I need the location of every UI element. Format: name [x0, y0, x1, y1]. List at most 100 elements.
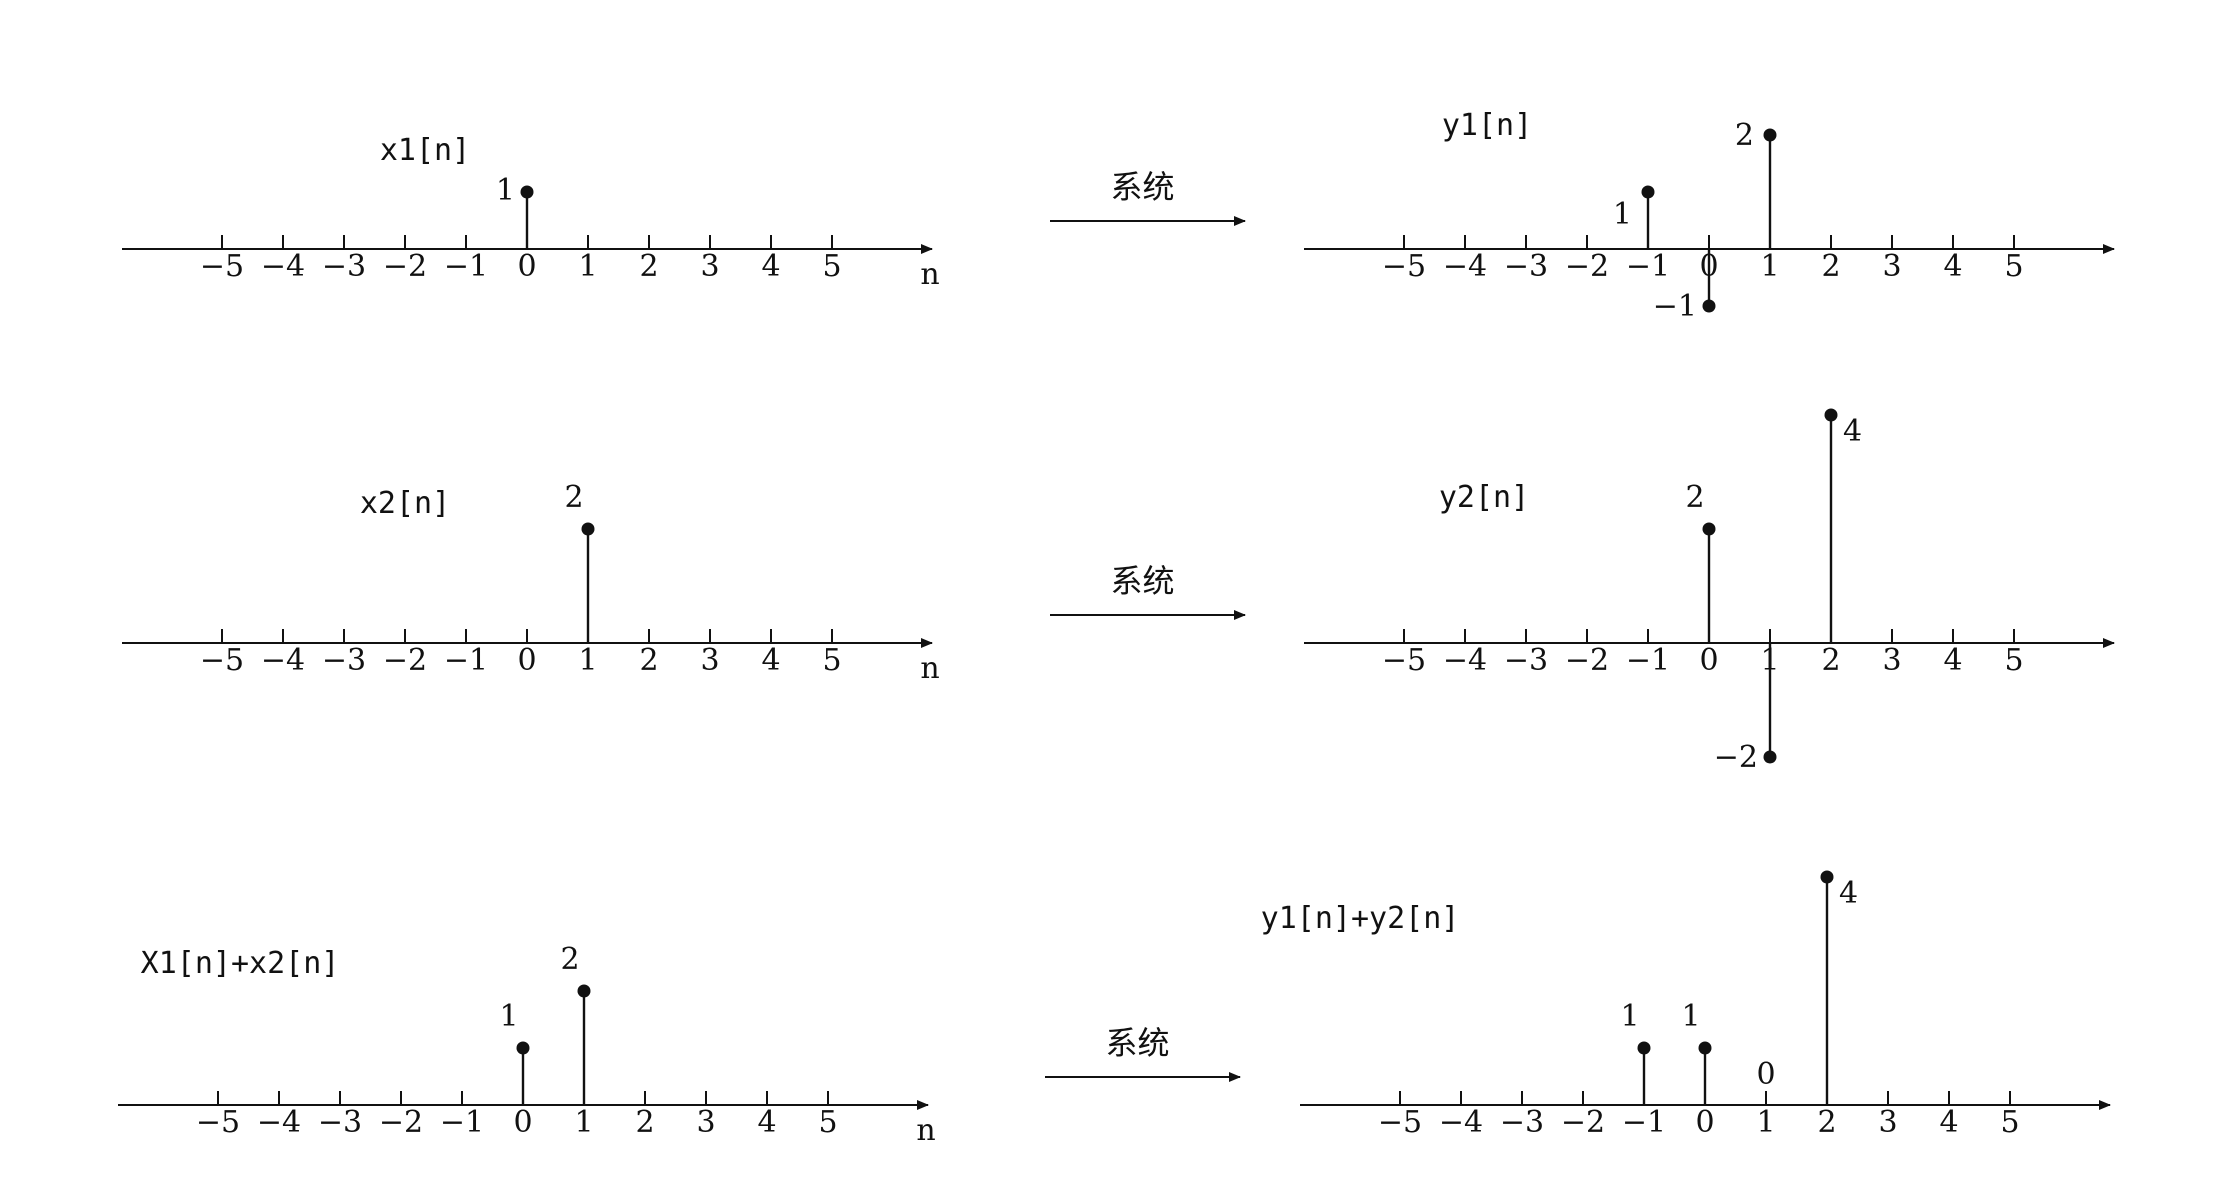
tick-label: −4: [1439, 1105, 1483, 1140]
tick-label: −4: [261, 643, 305, 678]
axis-symbol-n: n: [920, 651, 939, 686]
tick-label: −5: [196, 1105, 240, 1140]
system-label: 系统: [1110, 562, 1174, 600]
signal-title: x1[n]: [380, 133, 470, 168]
sample-dot: [1763, 128, 1777, 142]
tick-label: −2: [383, 643, 427, 678]
tick-label: 0: [517, 643, 536, 678]
tick-label: 2: [635, 1105, 654, 1140]
tick-label: 3: [1878, 1105, 1897, 1140]
sample-dot: [1641, 185, 1655, 199]
tick-label: −1: [1626, 249, 1670, 284]
signal-title: X1[n]+x2[n]: [141, 946, 340, 981]
signal-title: x2[n]: [360, 486, 450, 521]
signal-title: y2[n]: [1439, 480, 1529, 515]
tick-label: 1: [1760, 249, 1779, 284]
tick-label: −1: [440, 1105, 484, 1140]
tick-label: −2: [1565, 643, 1609, 678]
tick-label: 0: [1695, 1105, 1714, 1140]
sample-value-label: 1: [496, 173, 515, 208]
tick-label: −2: [379, 1105, 423, 1140]
system-arrow-1: 系统: [1050, 168, 1246, 226]
output-plot-row-2: −5−4−3−2−1012345y2[n]2−24: [1304, 408, 2115, 775]
tick-label: −4: [1443, 643, 1487, 678]
signal-title: y1[n]+y2[n]: [1261, 901, 1460, 936]
tick-label: 5: [2004, 249, 2023, 284]
tick-label: −3: [1504, 249, 1548, 284]
tick-label: −4: [257, 1105, 301, 1140]
sample-value-label: 2: [1735, 118, 1754, 153]
sample-dot: [577, 984, 591, 998]
tick-label: 4: [761, 249, 780, 284]
tick-label: 0: [1699, 643, 1718, 678]
tick-label: 3: [1882, 249, 1901, 284]
system-label: 系统: [1105, 1024, 1169, 1062]
tick-label: 2: [639, 249, 658, 284]
sample-dot: [1702, 299, 1716, 313]
tick-label: 3: [1882, 643, 1901, 678]
sample-value-label: 2: [560, 942, 579, 977]
tick-label: −3: [1504, 643, 1548, 678]
tick-label: 3: [696, 1105, 715, 1140]
sample-value-label: 4: [1843, 414, 1862, 449]
sample-dot: [520, 185, 534, 199]
sample-dot: [1763, 750, 1777, 764]
sample-value-label: 0: [1756, 1057, 1775, 1092]
tick-label: 1: [578, 643, 597, 678]
signal-title: y1[n]: [1442, 108, 1532, 143]
sample-value-label: −1: [1653, 289, 1697, 324]
sample-value-label: 2: [1685, 480, 1704, 515]
tick-label: −3: [318, 1105, 362, 1140]
tick-label: −3: [1500, 1105, 1544, 1140]
sample-value-label: 1: [1613, 197, 1632, 232]
tick-label: −5: [1382, 643, 1426, 678]
tick-label: −5: [200, 249, 244, 284]
sample-value-label: 1: [1620, 999, 1639, 1034]
sample-value-label: 1: [1681, 999, 1700, 1034]
tick-label: 5: [2004, 643, 2023, 678]
sample-dot: [1637, 1041, 1651, 1055]
tick-label: −3: [322, 249, 366, 284]
sample-value-label: −2: [1714, 740, 1758, 775]
sample-value-label: 2: [564, 480, 583, 515]
tick-label: −1: [444, 643, 488, 678]
axis-symbol-n: n: [920, 257, 939, 292]
tick-label: 5: [822, 643, 841, 678]
tick-label: 0: [513, 1105, 532, 1140]
tick-label: 2: [1817, 1105, 1836, 1140]
tick-label: −3: [322, 643, 366, 678]
tick-label: −5: [1378, 1105, 1422, 1140]
tick-label: 4: [757, 1105, 776, 1140]
tick-label: 0: [517, 249, 536, 284]
system-arrow-2: 系统: [1050, 562, 1246, 620]
output-plot-row-3: −5 −4 −3 −2 −1 0 1 2 3 4 5 y1[n]+y2[n] 1 1 0 4: [1261, 870, 2111, 1140]
tick-label: −1: [1622, 1105, 1666, 1140]
sample-value-label: 4: [1839, 876, 1858, 911]
tick-label: 5: [2000, 1105, 2019, 1140]
tick-label: −2: [1565, 249, 1609, 284]
system-label: 系统: [1110, 168, 1174, 206]
sample-dot: [581, 522, 595, 536]
sample-dot: [1820, 870, 1834, 884]
tick-label: −2: [1561, 1105, 1605, 1140]
tick-label: 4: [1943, 643, 1962, 678]
tick-label: 1: [1756, 1105, 1775, 1140]
tick-label: 5: [818, 1105, 837, 1140]
tick-label: 2: [1821, 249, 1840, 284]
sample-dot: [1824, 408, 1838, 422]
sample-dot: [1698, 1041, 1712, 1055]
tick-label: 1: [574, 1105, 593, 1140]
tick-label: −5: [200, 643, 244, 678]
sample-dot: [516, 1041, 530, 1055]
tick-label: 4: [1939, 1105, 1958, 1140]
tick-label: −4: [261, 249, 305, 284]
tick-label: 4: [1943, 249, 1962, 284]
tick-label: −2: [383, 249, 427, 284]
tick-label: 3: [700, 643, 719, 678]
system-arrow-3: 系统: [1045, 1024, 1241, 1082]
